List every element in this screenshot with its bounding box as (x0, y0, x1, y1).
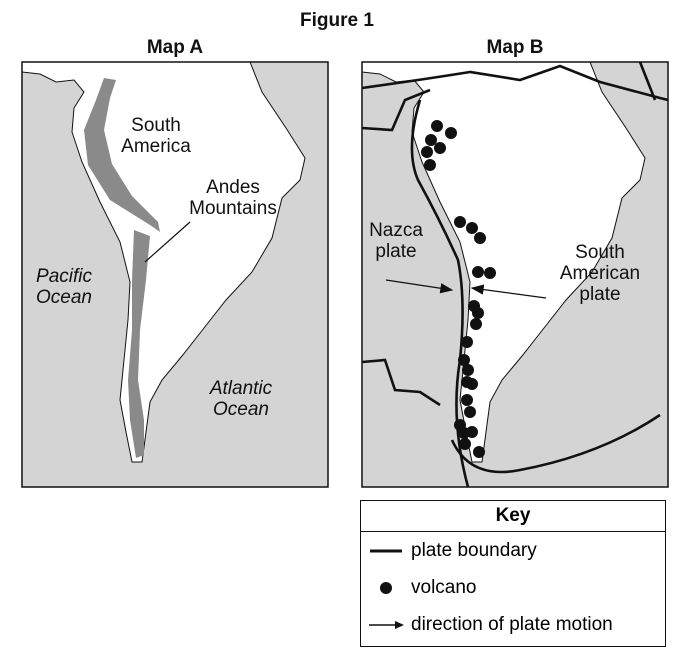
volcano-dot (421, 146, 433, 158)
volcano-dot (473, 446, 485, 458)
volcano-dot (470, 318, 482, 330)
label-pacific: Pacific Ocean (36, 266, 92, 308)
south-american-motion-arrow (470, 284, 547, 299)
volcano-dot (458, 354, 470, 366)
volcano-dot (424, 159, 436, 171)
key-item-volcano: volcano (361, 569, 665, 606)
volcano-dot (466, 426, 478, 438)
nazca-motion-arrow (385, 279, 454, 294)
map-a-title: Map A (146, 37, 204, 58)
volcano-dot (459, 438, 471, 450)
volcano-dot (464, 406, 476, 418)
plate-boundary-line-icon (361, 548, 411, 554)
volcano-dot-icon (361, 581, 411, 595)
key-item-motion: direction of plate motion (361, 606, 665, 643)
volcano-dot (472, 266, 484, 278)
volcano-dot (474, 232, 486, 244)
volcano-dot (461, 336, 473, 348)
key-item-plate-boundary: plate boundary (361, 532, 665, 569)
volcano-dot (434, 142, 446, 154)
key-label: volcano (411, 576, 477, 598)
volcano-dot (425, 134, 437, 146)
volcano-dot (484, 267, 496, 279)
map-b-title: Map B (486, 37, 544, 58)
andes-mountains-region (84, 78, 160, 458)
key-label: plate boundary (411, 539, 537, 561)
volcano-dot (445, 127, 457, 139)
volcano-dot (466, 222, 478, 234)
volcano-dot (461, 394, 473, 406)
key-title: Key (361, 501, 665, 532)
andes-pointer-line (144, 221, 191, 263)
label-atlantic: Atlantic Ocean (209, 378, 273, 420)
plate-boundaries (362, 62, 668, 487)
key-label: direction of plate motion (411, 613, 613, 635)
figure-title: Figure 1 (300, 10, 374, 31)
map-a (22, 62, 328, 487)
volcano-dot (472, 307, 484, 319)
label-nazca: Nazca plate (369, 220, 423, 262)
volcano-dot (462, 364, 474, 376)
volcano-dots (421, 120, 496, 458)
key-legend: Key plate boundary volcano direction of … (360, 500, 666, 647)
label-andes: Andes Mountains (189, 177, 277, 219)
label-south-american-plate: South American plate (559, 242, 641, 305)
volcano-dot (466, 378, 478, 390)
volcano-dot (431, 120, 443, 132)
label-south-america: South America (121, 115, 191, 157)
map-b (362, 62, 668, 487)
volcano-dot (454, 216, 466, 228)
arrow-right-icon (361, 620, 411, 630)
